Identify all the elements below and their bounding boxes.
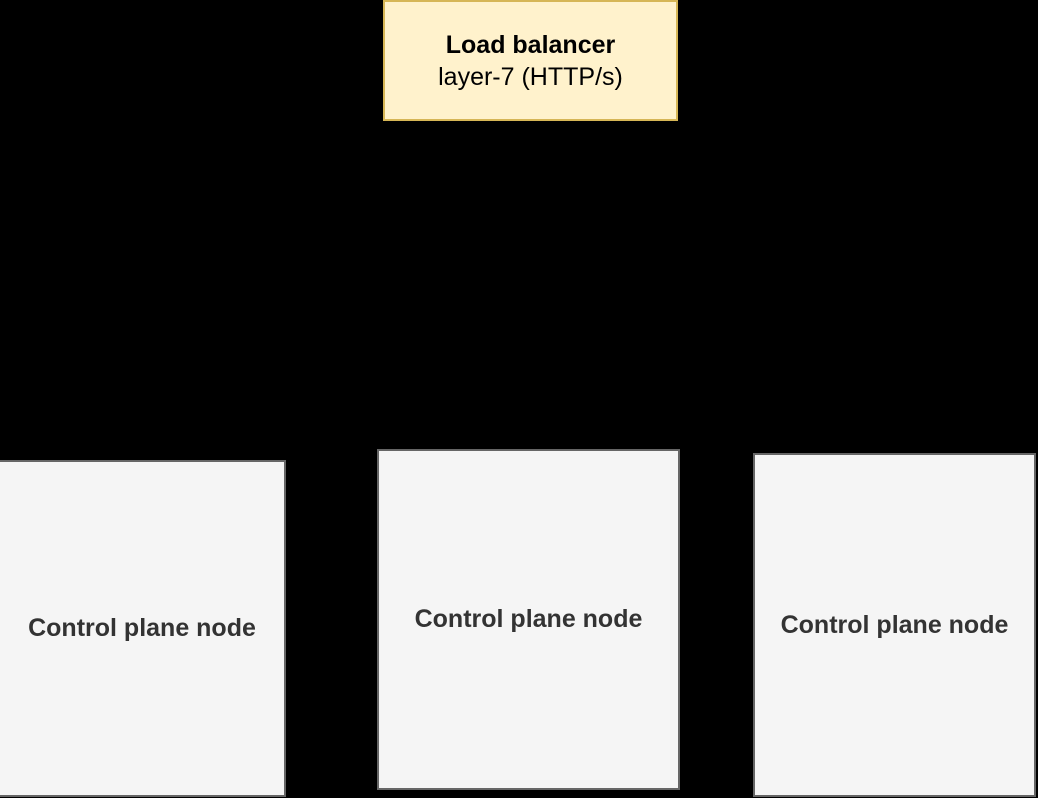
control-plane-node-1: Control plane node [0, 460, 286, 797]
load-balancer-node: Load balancer layer-7 (HTTP/s) [383, 0, 678, 121]
control-plane-node-1-label: Control plane node [28, 614, 256, 642]
control-plane-node-3: Control plane node [753, 453, 1036, 797]
control-plane-node-3-label: Control plane node [780, 610, 1009, 639]
control-plane-node-2-label: Control plane node [414, 605, 643, 633]
load-balancer-subtitle: layer-7 (HTTP/s) [438, 62, 623, 91]
control-plane-node-2: Control plane node [377, 449, 680, 790]
load-balancer-title: Load balancer [445, 30, 616, 59]
